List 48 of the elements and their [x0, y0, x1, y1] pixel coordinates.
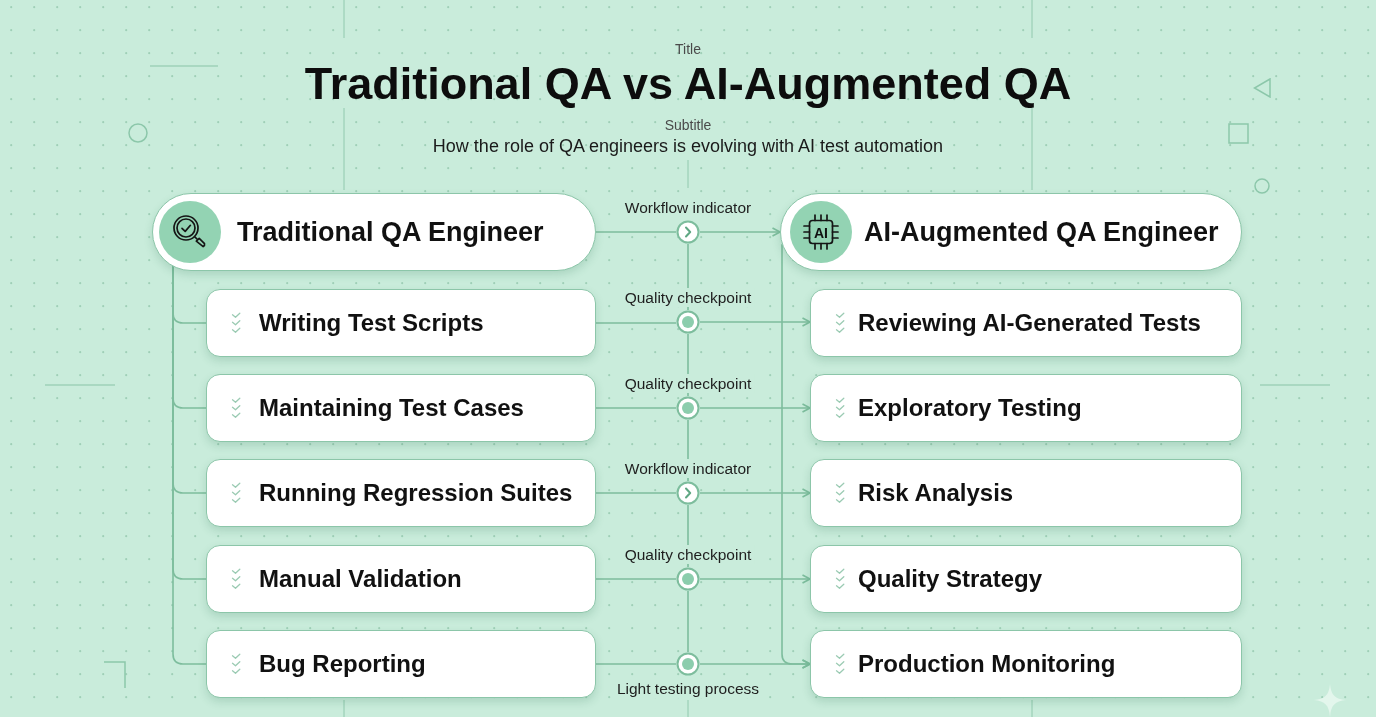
placeholder-tag: Title — [675, 40, 701, 58]
task-label: Reviewing AI-Generated Tests — [858, 307, 1201, 338]
role-header-pill — [780, 193, 1242, 271]
arrow — [699, 317, 811, 327]
subtitle: How the role of QA engineers is evolving with AI test automation — [432, 135, 944, 157]
arrow — [781, 243, 811, 669]
arrow — [699, 574, 811, 584]
task-card — [206, 289, 596, 357]
task-card — [206, 545, 596, 613]
task-label: Writing Test Scripts — [259, 307, 484, 338]
task-label: Maintaining Test Cases — [259, 392, 524, 423]
task-label: Running Regression Suites — [259, 477, 573, 508]
role-heading: Traditional QA Engineer — [237, 215, 544, 248]
task-card — [810, 374, 1242, 442]
role-heading: AI-Augmented QA Engineer — [864, 215, 1219, 248]
task-card — [206, 459, 596, 527]
task-label: Manual Validation — [259, 563, 462, 594]
task-card — [810, 630, 1242, 698]
connector-line — [595, 322, 677, 324]
checkpoint-dot-icon — [676, 310, 700, 334]
title: Traditional QA vs AI-Augmented QA — [304, 58, 1072, 110]
task-card — [810, 459, 1242, 527]
chevron-circle-icon — [676, 220, 700, 244]
connector-line — [595, 407, 677, 409]
checkpoint-dot-icon — [676, 652, 700, 676]
task-card — [810, 289, 1242, 357]
arrow — [699, 488, 811, 498]
task-label: Bug Reporting — [259, 648, 426, 679]
arrow — [699, 227, 781, 237]
task-label: Exploratory Testing — [858, 392, 1082, 423]
checkpoint-dot-icon — [676, 567, 700, 591]
role-header-pill — [152, 193, 596, 271]
connector-line — [687, 590, 689, 653]
placeholder-tag: Subtitle — [664, 116, 712, 134]
arrow — [699, 403, 811, 413]
chevron-circle-icon — [676, 481, 700, 505]
task-card — [206, 630, 596, 698]
checkpoint-dot-icon — [676, 396, 700, 420]
connector-line — [595, 231, 677, 233]
connector-line — [595, 578, 677, 580]
task-label: Quality Strategy — [858, 563, 1043, 594]
chip-label: AI — [814, 224, 828, 241]
task-label: Risk Analysis — [858, 477, 1014, 508]
connector-line — [595, 663, 677, 665]
connector-line — [595, 492, 677, 494]
task-card — [206, 374, 596, 442]
task-card — [810, 545, 1242, 613]
task-label: Production Monitoring — [858, 648, 1116, 679]
